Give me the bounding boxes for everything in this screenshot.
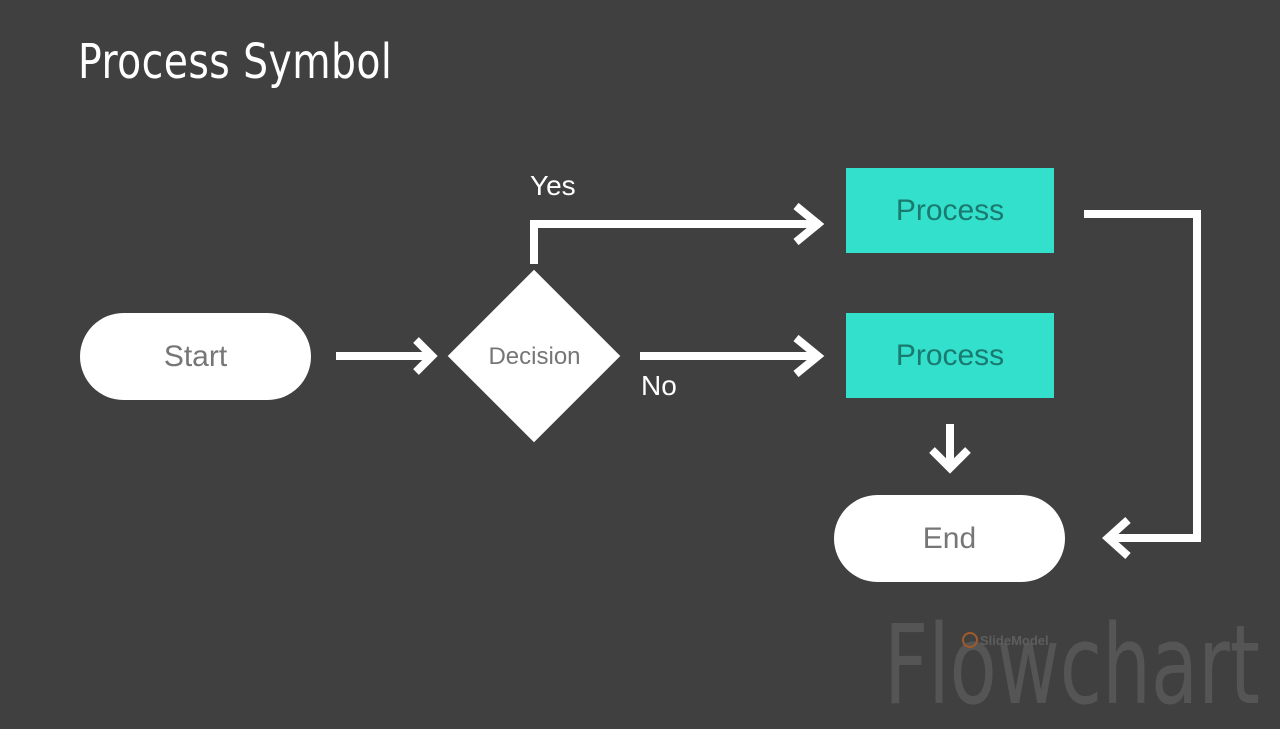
no-label: No [641,370,677,401]
connector-yes-branch [530,220,820,264]
watermark-logo: SlideModel [962,632,1049,648]
process-top-label: Process [895,193,1005,227]
decision-label: Decision [488,342,581,370]
slide-title: Process Symbol [78,34,393,90]
end-label: End [922,521,977,555]
connector-loop-to-end [1084,210,1201,542]
watermark-brand-label: SlideModel [980,633,1049,648]
start-label: Start [163,339,228,373]
arrowhead-no-branch [793,334,825,378]
end-terminal: End [834,495,1065,582]
decision-node: Decision [447,269,621,443]
yes-label: Yes [530,170,576,201]
start-terminal: Start [80,313,311,400]
arrowhead-start-to-decision [413,337,438,375]
arrowhead-loop-to-end [1102,517,1131,559]
logo-icon [962,632,978,648]
arrowhead-process-to-end [929,447,971,474]
process-box-bottom: Process [846,313,1054,398]
watermark-text: Flowchart [884,601,1260,729]
arrowhead-yes-branch [793,202,825,246]
process-bottom-label: Process [895,338,1005,372]
process-box-top: Process [846,168,1054,253]
